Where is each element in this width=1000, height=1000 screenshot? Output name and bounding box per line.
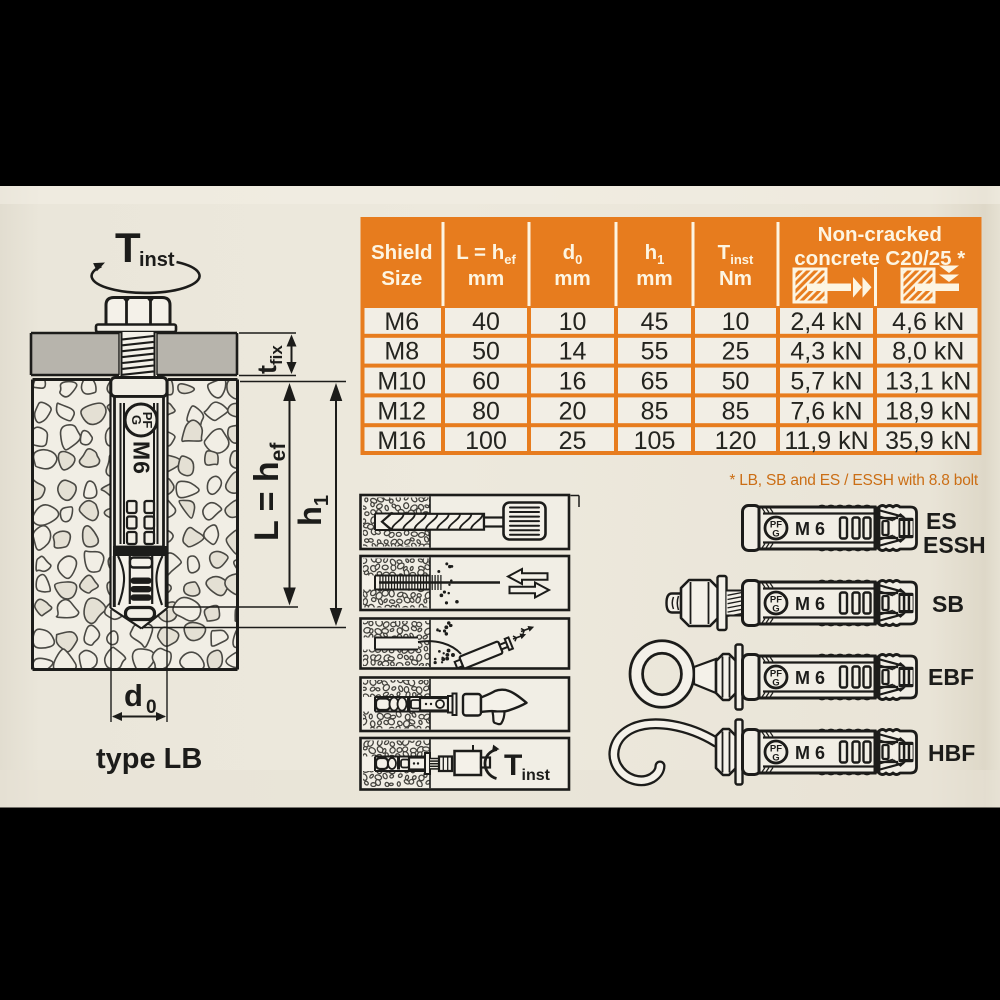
svg-text:18,9 kN: 18,9 kN bbox=[885, 397, 971, 425]
svg-text:concrete C20/25 *: concrete C20/25 * bbox=[794, 247, 965, 270]
svg-text:10: 10 bbox=[722, 308, 750, 336]
svg-text:T: T bbox=[115, 224, 141, 271]
svg-text:PF: PF bbox=[770, 669, 782, 680]
svg-text:Shield: Shield bbox=[371, 241, 433, 264]
svg-text:25: 25 bbox=[559, 427, 587, 455]
svg-text:65: 65 bbox=[641, 368, 669, 396]
svg-text:50: 50 bbox=[722, 368, 750, 396]
svg-text:14: 14 bbox=[559, 338, 587, 366]
svg-text:mm: mm bbox=[636, 267, 672, 290]
svg-text:inst: inst bbox=[522, 767, 551, 784]
svg-text:ESSH: ESSH bbox=[923, 532, 986, 558]
svg-text:mm: mm bbox=[554, 267, 590, 290]
svg-text:G: G bbox=[772, 678, 779, 689]
svg-text:SB: SB bbox=[932, 591, 964, 617]
svg-text:25: 25 bbox=[722, 338, 750, 366]
svg-text:M6: M6 bbox=[129, 441, 155, 475]
svg-text:M 6: M 6 bbox=[795, 668, 825, 688]
svg-text:G: G bbox=[129, 415, 144, 425]
svg-text:PF: PF bbox=[770, 520, 782, 531]
svg-text:mm: mm bbox=[468, 267, 504, 290]
svg-text:4,6 kN: 4,6 kN bbox=[892, 308, 964, 336]
svg-text:PF: PF bbox=[770, 744, 782, 755]
svg-text:G: G bbox=[772, 604, 779, 615]
svg-text:ES: ES bbox=[926, 508, 957, 534]
svg-text:M6: M6 bbox=[384, 308, 419, 336]
svg-text:120: 120 bbox=[715, 427, 757, 455]
svg-text:M10: M10 bbox=[377, 368, 426, 396]
svg-text:M12: M12 bbox=[377, 397, 426, 425]
svg-text:7,6 kN: 7,6 kN bbox=[790, 397, 862, 425]
svg-text:85: 85 bbox=[641, 397, 669, 425]
svg-text:11,9 kN: 11,9 kN bbox=[784, 427, 868, 455]
svg-text:G: G bbox=[772, 529, 779, 540]
svg-text:55: 55 bbox=[641, 338, 669, 366]
svg-text:10: 10 bbox=[559, 308, 587, 336]
svg-text:* LB, SB and ES / ESSH with 8.: * LB, SB and ES / ESSH with 8.8 bolt bbox=[729, 472, 979, 489]
svg-text:16: 16 bbox=[559, 368, 587, 396]
svg-text:40: 40 bbox=[472, 308, 500, 336]
svg-text:60: 60 bbox=[472, 368, 500, 396]
svg-text:M 6: M 6 bbox=[795, 594, 825, 614]
svg-text:4,3 kN: 4,3 kN bbox=[790, 338, 862, 366]
svg-text:M 6: M 6 bbox=[795, 743, 825, 763]
svg-text:85: 85 bbox=[722, 397, 750, 425]
svg-text:105: 105 bbox=[634, 427, 676, 455]
svg-text:inst: inst bbox=[139, 249, 175, 271]
svg-text:80: 80 bbox=[472, 397, 500, 425]
svg-text:M 6: M 6 bbox=[795, 519, 825, 539]
svg-text:Non-cracked: Non-cracked bbox=[818, 223, 942, 246]
svg-text:2,4 kN: 2,4 kN bbox=[790, 308, 862, 336]
svg-text:50: 50 bbox=[472, 338, 500, 366]
svg-text:Size: Size bbox=[381, 267, 422, 290]
svg-text:100: 100 bbox=[465, 427, 507, 455]
svg-text:Nm: Nm bbox=[719, 267, 752, 290]
svg-text:HBF: HBF bbox=[928, 740, 975, 766]
svg-text:13,1 kN: 13,1 kN bbox=[885, 368, 971, 396]
svg-text:8,0 kN: 8,0 kN bbox=[892, 338, 964, 366]
svg-text:EBF: EBF bbox=[928, 664, 974, 690]
svg-text:20: 20 bbox=[559, 397, 587, 425]
svg-text:35,9 kN: 35,9 kN bbox=[885, 427, 971, 455]
svg-text:5,7 kN: 5,7 kN bbox=[790, 368, 862, 396]
svg-text:0: 0 bbox=[146, 697, 157, 718]
svg-text:M8: M8 bbox=[384, 338, 419, 366]
svg-text:M16: M16 bbox=[377, 427, 426, 455]
svg-text:T: T bbox=[504, 749, 522, 782]
svg-text:PF: PF bbox=[770, 595, 782, 606]
svg-text:PF: PF bbox=[140, 412, 155, 429]
svg-text:type LB: type LB bbox=[96, 743, 202, 775]
svg-text:d: d bbox=[124, 678, 143, 713]
svg-text:45: 45 bbox=[641, 308, 669, 336]
svg-text:G: G bbox=[772, 753, 779, 764]
